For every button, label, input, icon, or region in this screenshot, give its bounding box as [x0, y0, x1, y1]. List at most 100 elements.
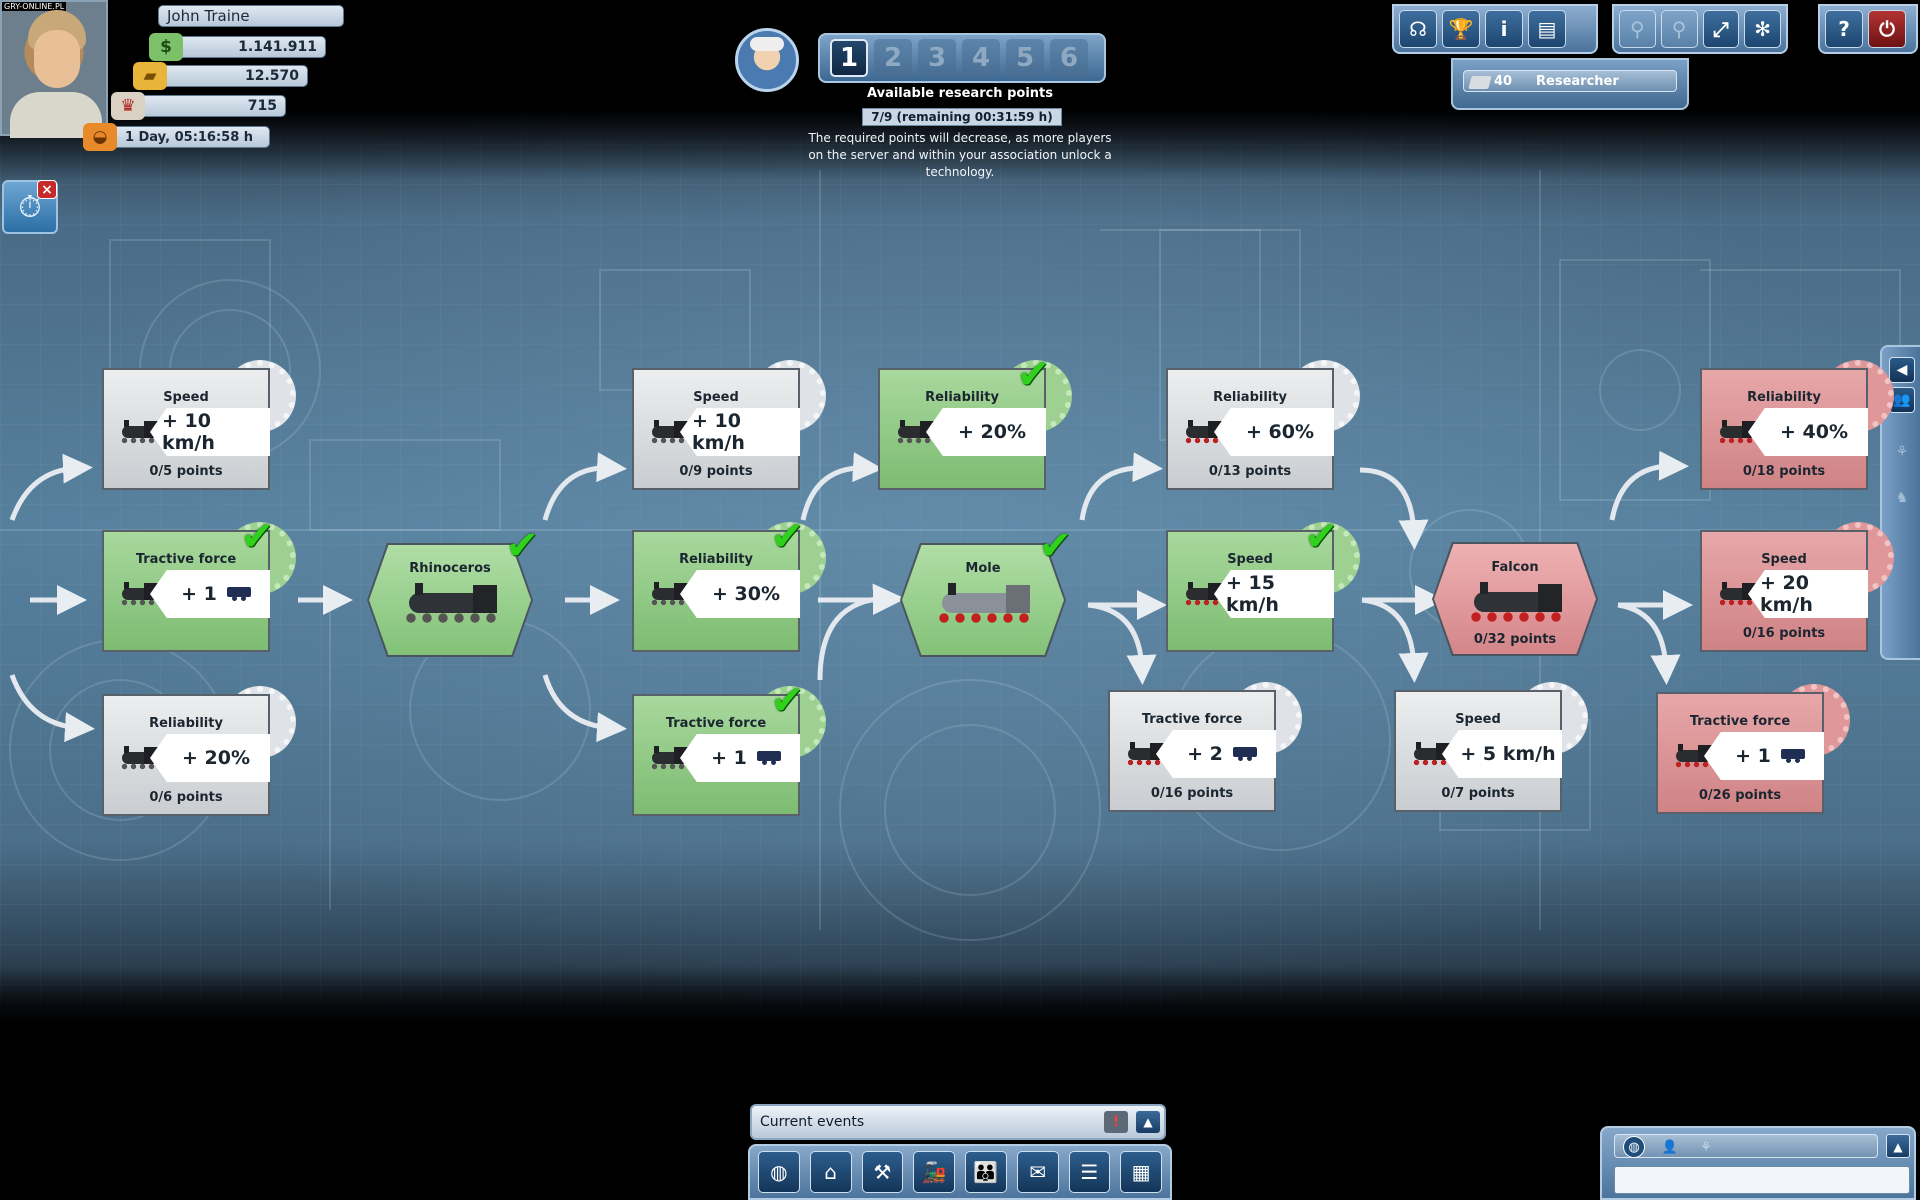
node-points: 0/26 points	[1698, 788, 1782, 803]
mail-icon[interactable]: ✉	[1016, 1151, 1059, 1193]
checkmark-icon: ✔	[1038, 523, 1072, 569]
research-node-speed[interactable]: Speed + 15 km/h ✔	[1166, 514, 1360, 652]
close-icon[interactable]: ×	[37, 180, 57, 199]
page-tab-6[interactable]: 6	[1050, 39, 1088, 77]
checkmark-icon: ✔	[770, 678, 804, 724]
research-node-speed[interactable]: Speed + 10 km/h 0/9 points	[632, 360, 826, 490]
player-avatar[interactable]: GRY-ONLINE.PL	[0, 0, 108, 138]
node-title: Mole	[965, 561, 1001, 576]
research-node-reliability[interactable]: Reliability + 20% 0/6 points	[102, 686, 296, 816]
globe-icon[interactable]: ◍	[758, 1151, 800, 1193]
research-node-reliability[interactable]: Reliability + 20% ✔	[878, 352, 1072, 490]
node-bonus: + 20%	[926, 408, 1046, 456]
current-events-bar[interactable]: Current events ! ▲	[750, 1104, 1166, 1140]
gold-bars-icon: ▰	[133, 62, 167, 90]
fullscreen-icon[interactable]: ⤢	[1702, 10, 1740, 48]
researcher-display[interactable]: 40 Researcher	[1463, 70, 1677, 92]
research-node-reliability[interactable]: Reliability + 30% ✔	[632, 514, 826, 652]
locomotive-image	[1460, 582, 1570, 624]
expand-up-icon[interactable]: ▲	[1886, 1134, 1910, 1158]
bonus-value: + 1	[711, 747, 747, 769]
newspaper-icon[interactable]: ▤	[1528, 10, 1566, 48]
bonus-value: + 20%	[181, 747, 250, 769]
research-node-speed[interactable]: Speed + 5 km/h 0/7 points	[1394, 682, 1588, 812]
locomotive-node-rhinoceros[interactable]: Rhinoceros ✔	[367, 523, 539, 657]
node-bonus: + 30%	[680, 570, 800, 618]
help-icon[interactable]: ?	[1825, 10, 1863, 48]
bonus-value: + 60%	[1245, 421, 1314, 443]
expand-up-icon[interactable]: ▲	[1136, 1111, 1160, 1133]
node-bonus: + 1	[150, 570, 270, 618]
power-icon[interactable]: ⏻	[1868, 10, 1906, 48]
page-tab-5[interactable]: 5	[1006, 39, 1044, 77]
stopwatch-icon: ⏱	[18, 189, 42, 225]
chat-association-icon[interactable]: ⚘	[1700, 1139, 1712, 1155]
ranking-icon[interactable]: ☰	[1068, 1151, 1111, 1193]
info-icon[interactable]: i	[1485, 10, 1523, 48]
locomotive-image	[928, 583, 1038, 625]
node-title: Tractive force	[135, 552, 237, 567]
node-title: Speed	[1455, 712, 1501, 727]
construction-icon[interactable]: ⚒	[861, 1151, 904, 1193]
research-node-speed[interactable]: Speed + 10 km/h 0/5 points	[102, 360, 296, 490]
locomotive-icon	[1712, 582, 1758, 606]
locomotive-image	[395, 583, 505, 625]
locomotive-node-mole[interactable]: Mole ✔	[900, 523, 1072, 657]
node-title: Reliability	[1213, 390, 1287, 405]
depot-icon[interactable]: ⌂	[809, 1151, 852, 1193]
checkmark-icon: ✔	[770, 514, 804, 560]
research-node-tractive-force[interactable]: Tractive force + 1 ✔	[102, 514, 296, 652]
node-title: Speed	[693, 390, 739, 405]
node-points: 0/13 points	[1208, 464, 1292, 479]
playtime-value: 1 Day, 05:16:58 h	[124, 129, 254, 145]
family-icon[interactable]: ⚘	[1895, 444, 1909, 460]
alert-flag-icon[interactable]: !	[1104, 1111, 1128, 1133]
settings-icon[interactable]: ✻	[1744, 10, 1781, 48]
node-title: Tractive force	[665, 716, 767, 731]
node-bonus: + 5 km/h	[1442, 730, 1562, 778]
page-tab-3[interactable]: 3	[918, 39, 956, 77]
chat-global-icon[interactable]: ◍	[1623, 1136, 1645, 1158]
bonus-value: + 2	[1187, 743, 1223, 765]
wagon-icon	[1780, 749, 1805, 763]
research-node-reliability[interactable]: Reliability + 40% 0/18 points	[1700, 360, 1894, 490]
chat-input[interactable]	[1614, 1166, 1910, 1194]
wagon-icon	[226, 587, 251, 601]
locomotive-icon	[890, 420, 936, 444]
page-tab-4[interactable]: 4	[962, 39, 1000, 77]
research-node-speed[interactable]: Speed + 20 km/h 0/16 points	[1700, 522, 1894, 652]
zoom-out-icon[interactable]: ⚲	[1660, 10, 1698, 48]
locomotive-icon[interactable]: 🚂	[913, 1151, 955, 1193]
prestige-crown-icon: ♛	[111, 92, 145, 120]
collapse-arrow-icon[interactable]: ◀	[1889, 357, 1915, 383]
node-title: Reliability	[1747, 390, 1821, 405]
wagon-icon	[756, 751, 781, 765]
research-node-tractive-force[interactable]: Tractive force + 2 0/16 points	[1108, 682, 1302, 812]
research-node-reliability[interactable]: Reliability + 60% 0/13 points	[1166, 360, 1360, 490]
toolbar-group-system: ? ⏻	[1818, 4, 1918, 54]
node-points: 0/5 points	[149, 464, 223, 479]
research-node-tractive-force[interactable]: Tractive force + 1 ✔	[632, 678, 826, 816]
watermark: GRY-ONLINE.PL	[2, 2, 67, 11]
node-bonus: + 20%	[150, 734, 270, 782]
gold-value: 12.570	[244, 68, 299, 84]
research-node-tractive-force[interactable]: Tractive force + 1 0/26 points	[1656, 684, 1850, 814]
prestige-value: 715	[247, 98, 277, 114]
node-bonus: + 60%	[1214, 408, 1334, 456]
node-title: Reliability	[679, 552, 753, 567]
helmet-icon: ◒	[83, 123, 117, 151]
association-icon[interactable]: 👪	[965, 1151, 1007, 1193]
bonus-value: + 30%	[711, 583, 780, 605]
calculator-icon[interactable]: ▦	[1120, 1151, 1162, 1193]
prestige-display: ♛ 715	[111, 92, 286, 120]
page-tab-1[interactable]: 1	[830, 39, 868, 77]
page-tab-2[interactable]: 2	[874, 39, 912, 77]
zoom-in-icon[interactable]: ⚲	[1619, 10, 1656, 48]
bonus-value: + 10 km/h	[692, 410, 745, 454]
headset-icon[interactable]: ☊	[1399, 10, 1437, 48]
locomotive-node-falcon[interactable]: Falcon 0/32 points	[1432, 542, 1598, 656]
research-tree-background	[0, 110, 1920, 1025]
chat-private-icon[interactable]: 👤	[1661, 1139, 1679, 1155]
loco-filter-icon[interactable]: ♞	[1895, 490, 1909, 506]
trophy-icon[interactable]: 🏆	[1442, 10, 1480, 48]
